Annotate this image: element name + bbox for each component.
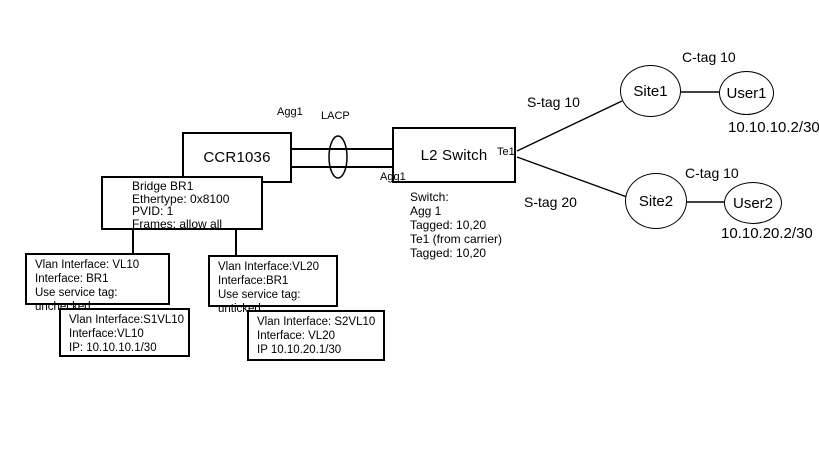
user2-node: User2 xyxy=(724,182,782,224)
user2-ip-label: 10.10.20.2/30 xyxy=(721,225,813,242)
vlan-vl10-config-box: Vlan Interface: VL10 Interface: BR1 Use … xyxy=(25,253,170,313)
s2vl10-config-line: Vlan Interface: S2VL10 xyxy=(257,316,376,328)
user1-node: User1 xyxy=(719,71,774,115)
s1vl10-config-line: Interface:VL10 xyxy=(69,328,144,340)
vlan-vl20-config-box: Vlan Interface:VL20 Interface:BR1 Use se… xyxy=(208,255,338,315)
ctag10-label-site2: C-tag 10 xyxy=(685,165,739,181)
lacp-bundle-ellipse xyxy=(328,135,348,179)
s1vl10-config-line: Vlan Interface:S1VL10 xyxy=(69,314,185,326)
te1-port-label: Te1 xyxy=(497,146,515,158)
s2vl10-config-line: IP 10.10.20.1/30 xyxy=(257,344,342,356)
stag10-link-line xyxy=(516,100,623,152)
stag10-label: S-tag 10 xyxy=(527,94,580,110)
vl20-config-line: Vlan Interface:VL20 xyxy=(218,261,320,273)
switch-config-note: Switch: Agg 1 Tagged: 10,20 Te1 (from ca… xyxy=(410,190,502,260)
bridge-config-line: Bridge BR1 xyxy=(132,179,194,193)
bridge-config-line: Frames: allow all xyxy=(132,216,223,231)
switch-note-line: Tagged: 10,20 xyxy=(410,246,487,260)
switch-note-line: Agg 1 xyxy=(410,204,442,218)
switch-note-line: Tagged: 10,20 xyxy=(410,218,487,232)
switch-note-line: Switch: xyxy=(410,190,449,204)
vlan-s2vl10-config-box: Vlan Interface: S2VL10 Interface: VL20 I… xyxy=(247,310,385,361)
switch-note-line: Te1 (from carrier) xyxy=(410,232,503,246)
user2-label: User2 xyxy=(732,194,773,212)
stag20-label: S-tag 20 xyxy=(524,194,577,210)
ccr1036-label: CCR1036 xyxy=(203,149,271,166)
agg1-port-label-ccr: Agg1 xyxy=(277,106,303,118)
vlan-s1vl10-config-box: Vlan Interface:S1VL10 Interface:VL10 IP:… xyxy=(59,308,190,357)
site2-label: Site2 xyxy=(638,192,674,210)
l2-switch-label: L2 Switch xyxy=(420,146,488,164)
ccr1036-router-node: CCR1036 xyxy=(182,132,292,183)
vl20-config-line: Interface:BR1 xyxy=(218,275,289,287)
bridge-config-line: PVID: 1 xyxy=(132,204,174,218)
agg1-port-label-switch: Agg1 xyxy=(380,171,406,183)
bridge-config-line: Ethertype: 0x8100 xyxy=(132,191,230,206)
vl10-config-line: Vlan Interface: VL10 xyxy=(35,259,140,271)
ctag10-label-site1: C-tag 10 xyxy=(682,49,736,65)
vl10-config-line: Interface: BR1 xyxy=(35,273,109,285)
site2-node: Site2 xyxy=(625,173,687,229)
user1-ip-label: 10.10.10.2/30 xyxy=(728,119,819,136)
s2vl10-config-line: Interface: VL20 xyxy=(257,330,335,342)
site1-node: Site1 xyxy=(620,65,681,117)
user1-label: User1 xyxy=(726,84,767,102)
l2-switch-node: L2 Switch xyxy=(392,127,516,183)
site1-label: Site1 xyxy=(633,82,668,100)
stag20-link-line xyxy=(516,156,628,198)
bridge-br1-config-box: Bridge BR1 Ethertype: 0x8100 PVID: 1 Fra… xyxy=(101,176,263,230)
lacp-label: LACP xyxy=(321,110,350,122)
s1vl10-config-line: IP: 10.10.10.1/30 xyxy=(69,342,157,354)
